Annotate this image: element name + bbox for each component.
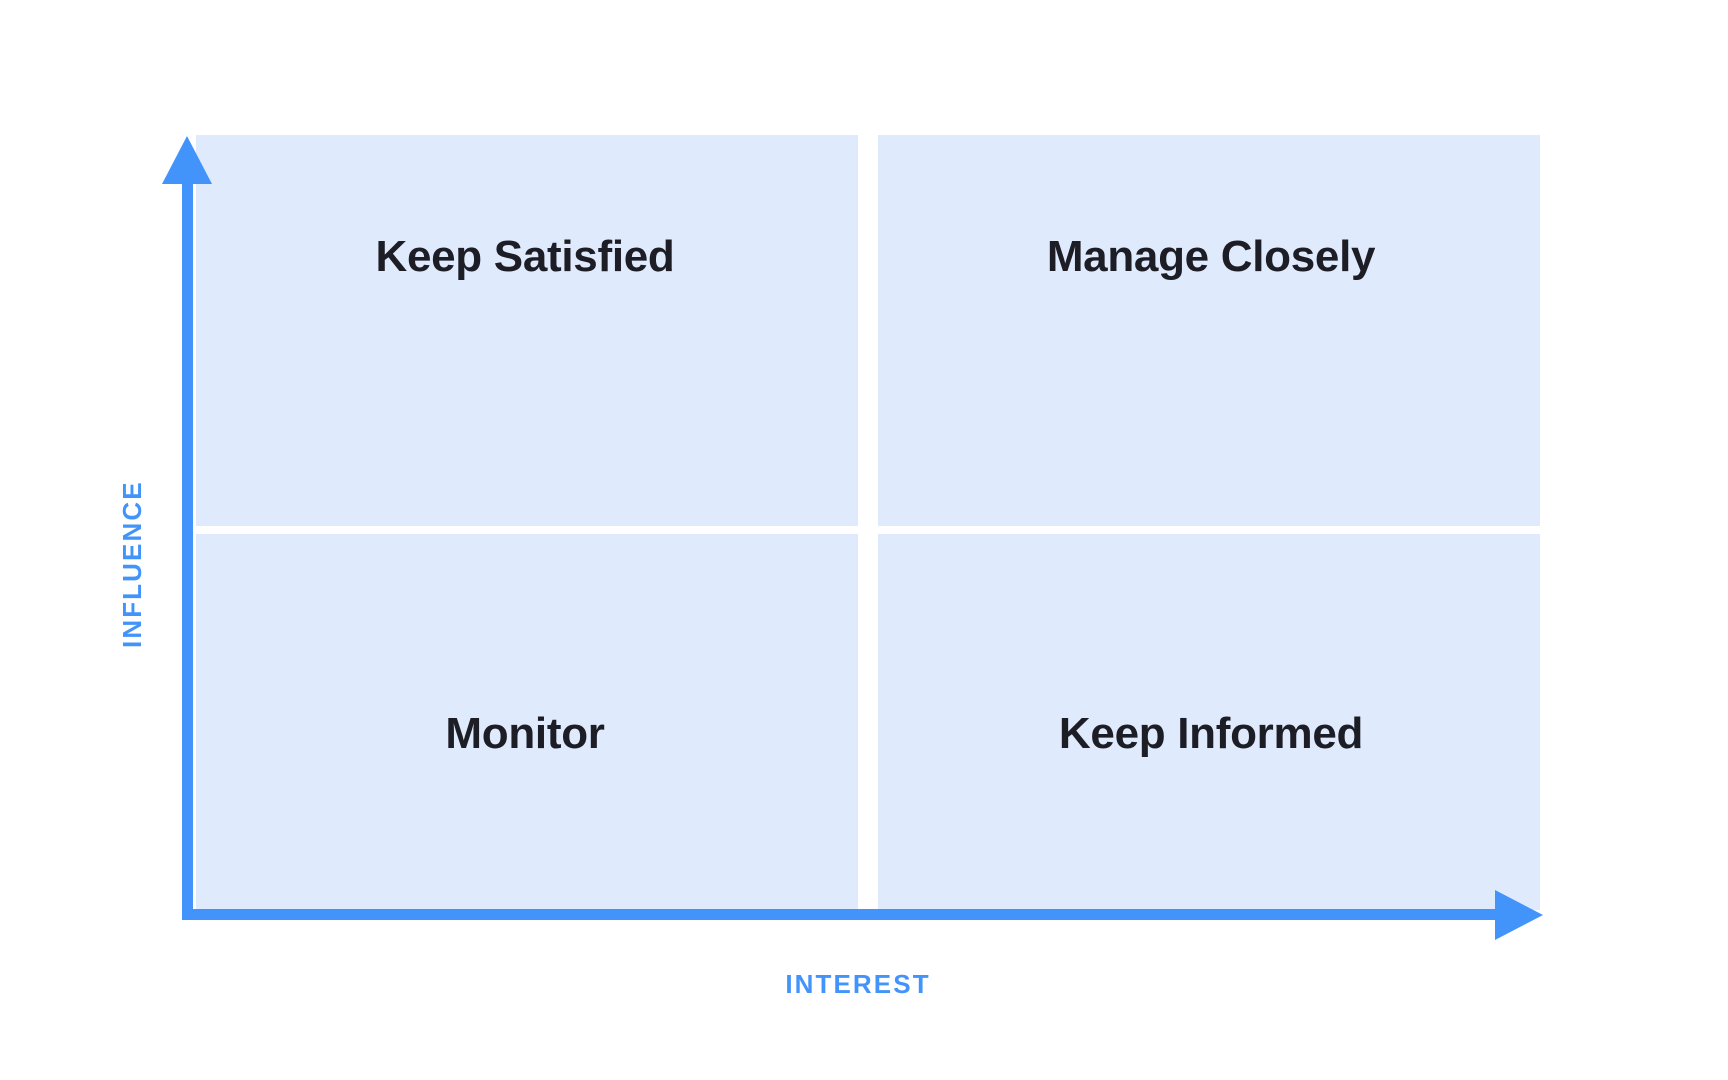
- x-axis-title: INTEREST: [785, 969, 931, 999]
- matrix-grid: Keep Satisfied Manage Closely Monitor Ke…: [196, 135, 1540, 910]
- quadrant-label-monitor: Monitor: [445, 708, 605, 758]
- y-axis-title: INFLUENCE: [117, 480, 147, 648]
- arrow-right-icon: [1495, 890, 1543, 940]
- quadrant-label-keep-satisfied: Keep Satisfied: [375, 232, 675, 282]
- x-axis-line: [182, 909, 1515, 920]
- quadrant-label-keep-informed: Keep Informed: [1058, 708, 1364, 758]
- quadrant-monitor: Monitor: [196, 534, 858, 910]
- quadrant-keep-informed: Keep Informed: [878, 534, 1540, 910]
- quadrant-label-manage-closely: Manage Closely: [1046, 232, 1376, 282]
- arrow-up-icon: [162, 136, 212, 184]
- quadrant-keep-satisfied: Keep Satisfied: [196, 135, 858, 526]
- y-axis-line: [182, 162, 193, 920]
- quadrant-manage-closely: Manage Closely: [878, 135, 1540, 526]
